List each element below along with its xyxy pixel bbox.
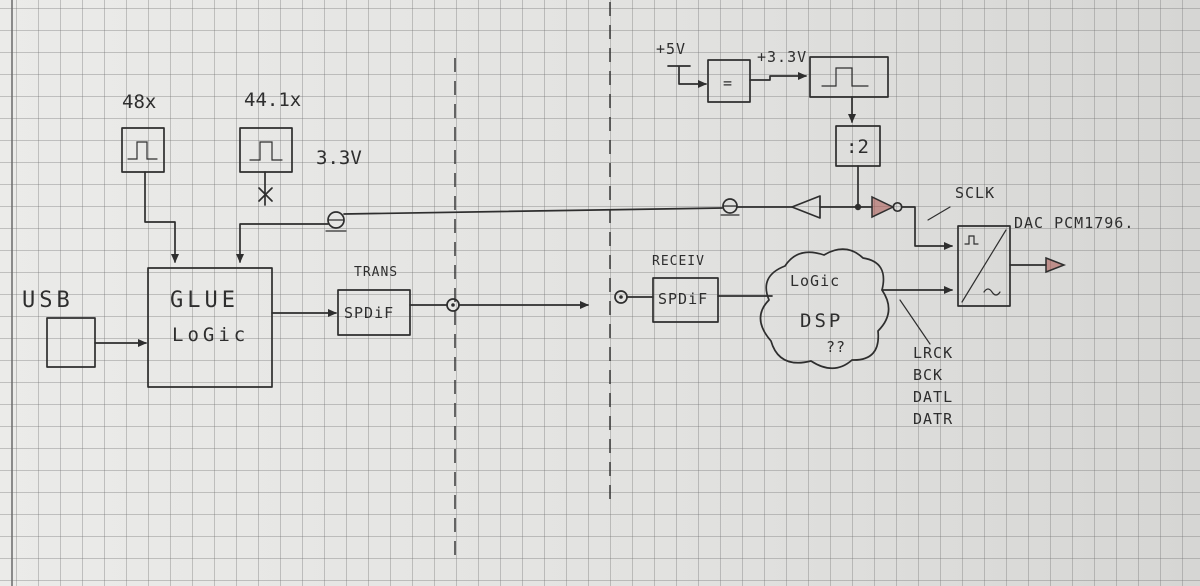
dsp-line3: ?? [826,338,846,356]
receiver-label: RECEIV [652,254,705,269]
divider-label: :2 [846,136,869,158]
receiver-block-label: SPDiF [658,290,708,308]
glue-logic-line2: LoGic [172,324,249,346]
regulator-box [707,59,751,103]
plus-5v-label: +5V [656,40,686,58]
buffer-right-icon [871,195,895,219]
signals-pointer-line [899,299,931,345]
clock-44-square-wave-icon [249,141,283,161]
glue-logic-box [147,267,273,388]
rx-connector-center [619,295,623,299]
clock-44-label: 44.1x [244,89,301,111]
buffer-left-icon [791,195,821,219]
dac-box [957,225,1011,307]
signal-bck-label: BCK [913,366,943,384]
usb-box [46,317,96,368]
transmitter-block-label: SPDiF [344,304,394,322]
glue-logic-line1: GLUE [170,288,239,313]
dac-label: DAC PCM1796. [1014,214,1134,232]
clock-bus-wire-to-glue [236,223,329,263]
bus-connector-left-bar [325,219,347,232]
dac-output-arrowhead-icon [1045,256,1067,274]
sclk-label-pointer [927,206,951,221]
plus-3v3-label: +3.3V [757,48,807,66]
transmitter-label: TRANS [354,265,398,280]
usb-label: USB [22,288,74,313]
clock-48-label: 48x [122,91,156,113]
oscillator-box [809,56,889,98]
clock-44-voltage-note: 3.3V [316,147,362,169]
sclk-wire [901,206,953,250]
regulator-symbol: = [723,74,733,92]
clock-bus-wire [343,207,723,215]
tx-connector-center [451,303,455,307]
dac-digital-wave-icon [964,235,979,245]
clock-48-box [121,127,165,173]
regulator-output-wire [749,72,807,81]
oscillator-square-wave-icon [821,67,869,87]
sclk-label: SCLK [955,184,995,202]
dsp-line1: LoGic [790,272,840,290]
clock-44-disconnect-x-icon [258,187,273,202]
dsp-cloud [759,248,890,370]
clock-44-box [239,127,293,173]
signal-lrck-label: LRCK [913,344,953,362]
dac-analog-wave-icon [983,288,1001,296]
plus-5v-terminal [667,65,706,84]
clock-48-square-wave-icon [127,141,158,160]
receiver-box [652,277,719,323]
dac-diagonal [961,229,1007,303]
bus-connector-right-bar [720,205,740,216]
transmitter-box [337,289,411,336]
dsp-line2: DSP [800,310,843,332]
clock-48-wire [144,171,179,263]
signal-datl-label: DATL [913,388,953,406]
signal-datr-label: DATR [913,410,953,428]
